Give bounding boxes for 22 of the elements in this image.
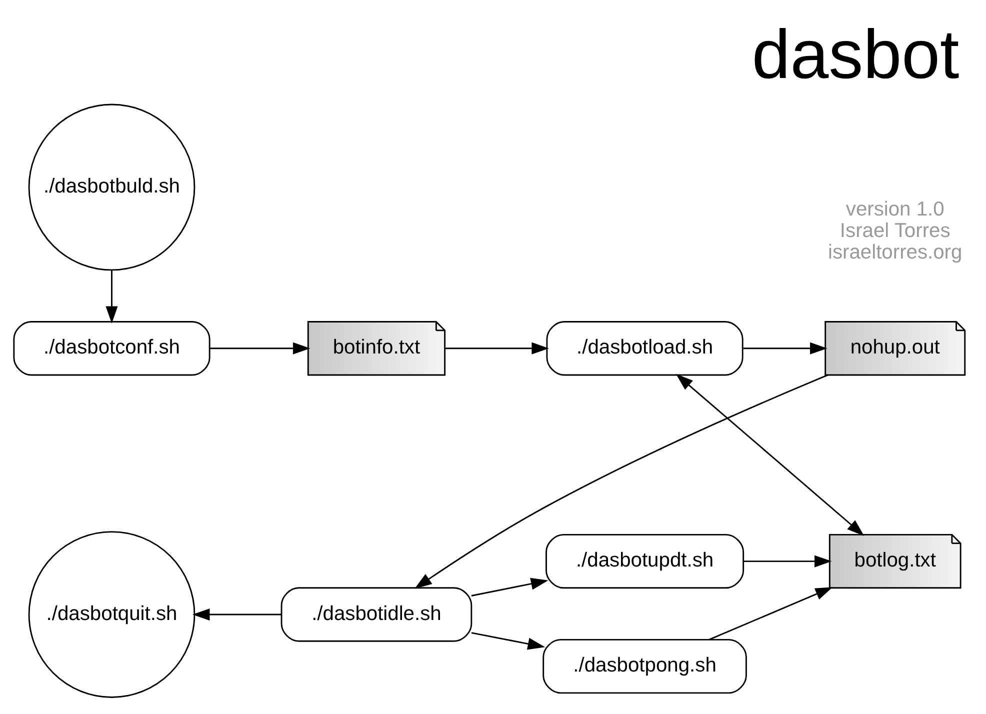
arrow	[444, 342, 549, 354]
node-box: ./dasbotconf.sh	[13, 321, 210, 376]
node-box: ./dasbotload.sh	[546, 321, 744, 376]
label: Israel Torres	[840, 220, 950, 242]
diagram-title: dasbot	[752, 14, 960, 93]
node-box: ./dasbotidle.sh	[280, 587, 472, 642]
arrow	[743, 342, 828, 354]
arrow	[210, 342, 310, 354]
arrow	[744, 555, 832, 568]
node-circle: ./dasbotbuld.sh	[28, 104, 196, 271]
arrow	[192, 608, 282, 621]
arrow	[106, 270, 118, 324]
arrow	[709, 587, 833, 640]
arrow	[676, 374, 864, 536]
arrow	[471, 578, 548, 596]
node-box: ./dasbotupdt.sh	[546, 534, 744, 589]
arrow	[471, 632, 546, 650]
node-box: ./dasbotpong.sh	[542, 638, 747, 694]
arrow	[414, 374, 828, 589]
label: version 1.0	[846, 198, 944, 221]
label: israeltorres.org	[828, 242, 962, 264]
node-circle: ./dasbotquit.sh	[28, 531, 196, 698]
